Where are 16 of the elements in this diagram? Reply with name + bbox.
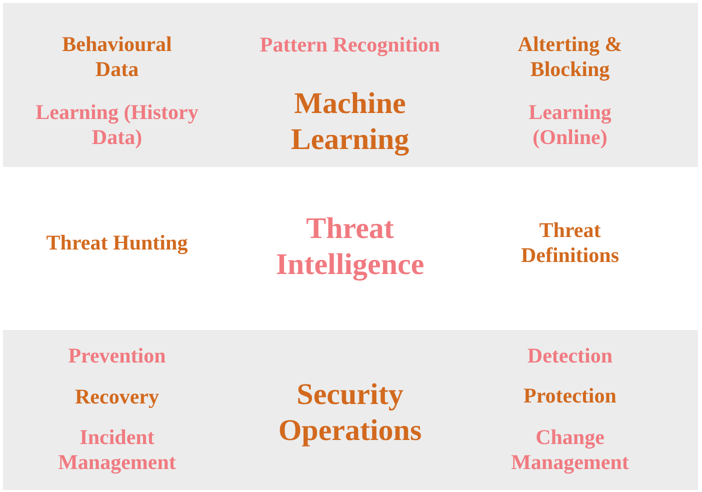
topic-label: Learning (History Data) xyxy=(34,100,200,150)
topic-label: Prevention xyxy=(67,343,167,369)
topic-label: Pattern Recognition xyxy=(258,32,442,58)
topic-label: Threat Definitions xyxy=(520,218,620,268)
topic-label: Threat Hunting xyxy=(45,230,189,256)
panel-heading: Machine Learning xyxy=(290,86,410,158)
topic-label: Recovery xyxy=(74,384,160,410)
topic-label: Behavioural Data xyxy=(61,32,173,82)
topic-label: Alterting & Blocking xyxy=(516,32,624,82)
center-heading: Threat Intelligence xyxy=(274,211,426,283)
topic-label: Change Management xyxy=(510,424,630,476)
topic-label: Protection xyxy=(522,383,618,409)
topic-label: Incident Management xyxy=(57,424,177,476)
panel-heading: Security Operations xyxy=(277,377,423,449)
topic-label: Learning (Online) xyxy=(528,100,612,150)
topic-label: Detection xyxy=(526,343,614,369)
